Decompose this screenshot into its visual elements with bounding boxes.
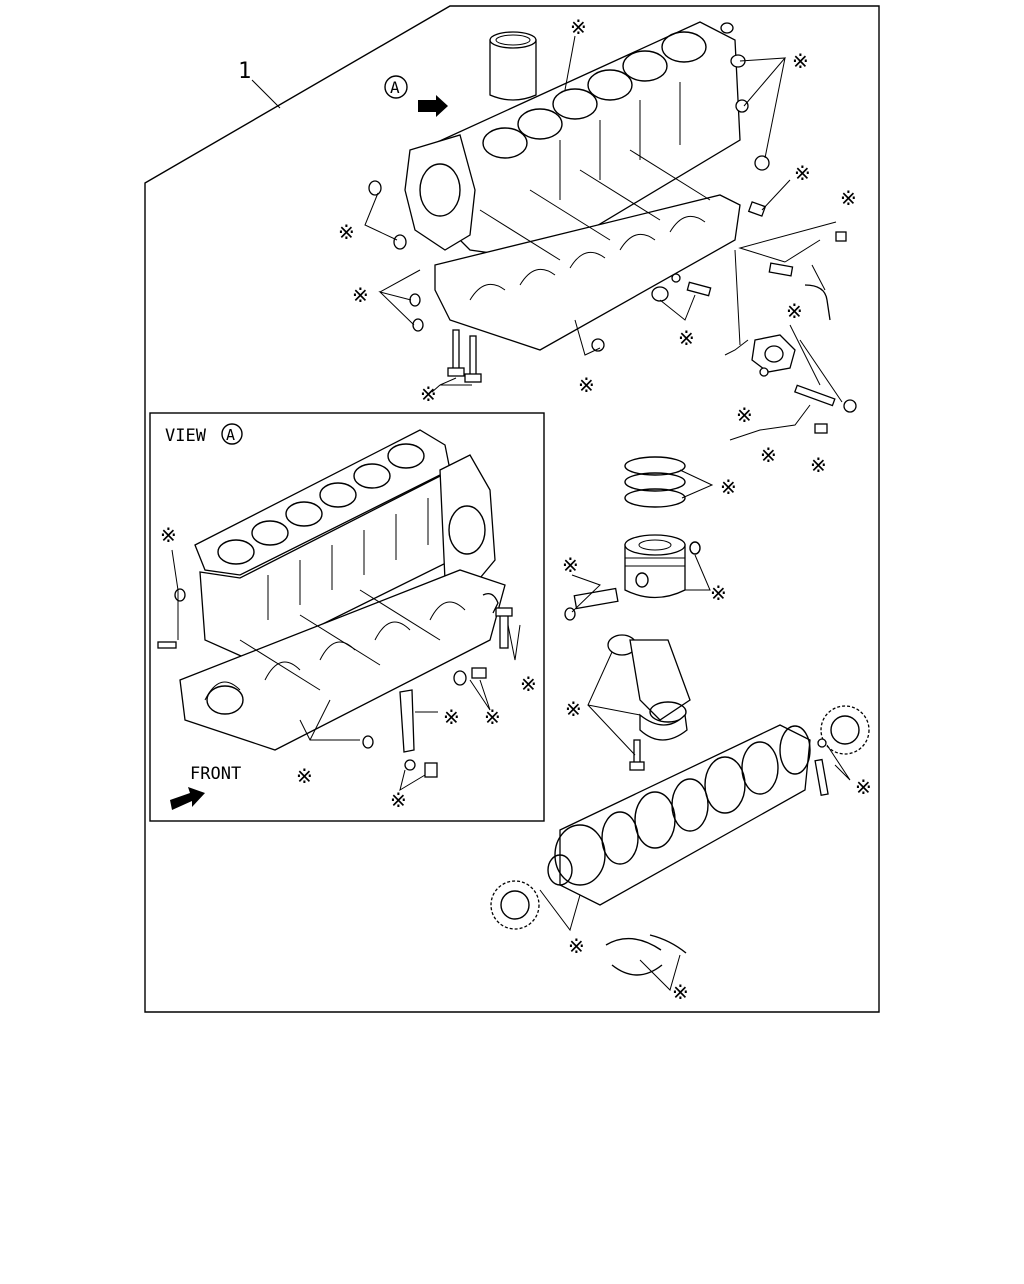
front-arrow-icon: [170, 787, 205, 810]
svg-text:※: ※: [160, 523, 177, 547]
svg-text:※: ※: [678, 326, 695, 350]
svg-text:※: ※: [840, 186, 857, 210]
svg-text:※: ※: [792, 49, 809, 73]
svg-text:※: ※: [520, 672, 537, 696]
svg-text:※: ※: [484, 705, 501, 729]
svg-text:VIEW: VIEW: [165, 426, 207, 446]
svg-text:※: ※: [443, 705, 460, 729]
sensor-assembly: [751, 334, 857, 434]
svg-text:A: A: [226, 426, 235, 444]
cylinder-block-main: [404, 21, 741, 351]
svg-text:A: A: [390, 78, 400, 97]
piston-pin: [564, 587, 619, 621]
outer-frame: [144, 5, 880, 1013]
svg-text:※: ※: [736, 403, 753, 427]
svg-text:※: ※: [565, 697, 582, 721]
svg-text:FRONT: FRONT: [190, 764, 241, 784]
cylinder-block-view-a: [179, 429, 506, 751]
item-number: 1: [238, 59, 251, 84]
main-bearing-bolts: [447, 329, 482, 383]
piston-rings: [624, 456, 686, 508]
front-indicator: FRONT: [170, 764, 241, 810]
connecting-rod: [607, 634, 691, 771]
item-leader: [251, 79, 281, 109]
svg-text:※: ※: [855, 775, 872, 799]
svg-text:※: ※: [570, 15, 587, 39]
crank-gear-rear: [820, 705, 870, 755]
svg-text:※: ※: [568, 934, 585, 958]
asterisks-inset: ※ ※ ※ ※ ※ ※: [160, 523, 537, 812]
svg-text:※: ※: [562, 553, 579, 577]
crank-gear-front: [490, 880, 540, 930]
svg-text:※: ※: [352, 283, 369, 307]
svg-text:※: ※: [420, 382, 437, 406]
asterisks-top: ※ ※ ※ ※ ※ ※ ※ ※ ※ ※ ※ ※ ※: [338, 15, 857, 477]
svg-text:※: ※: [296, 764, 313, 788]
svg-text:※: ※: [786, 299, 803, 323]
svg-text:※: ※: [390, 788, 407, 812]
svg-text:※: ※: [672, 980, 689, 1004]
thrust-washers: [605, 934, 687, 976]
svg-text:※: ※: [578, 373, 595, 397]
piston: [624, 534, 701, 599]
view-marker-top: A: [384, 75, 448, 117]
view-a-inset-frame: [149, 412, 545, 822]
view-a-label: VIEW A: [165, 423, 243, 446]
svg-text:※: ※: [338, 220, 355, 244]
svg-text:※: ※: [760, 443, 777, 467]
svg-text:※: ※: [710, 581, 727, 605]
arrow-icon: [418, 95, 448, 117]
crankshaft: [547, 724, 811, 906]
cylinder-liner: [489, 31, 537, 101]
svg-text:※: ※: [720, 475, 737, 499]
plug-set-right: [720, 22, 770, 217]
svg-text:※: ※: [794, 161, 811, 185]
svg-text:※: ※: [810, 453, 827, 477]
